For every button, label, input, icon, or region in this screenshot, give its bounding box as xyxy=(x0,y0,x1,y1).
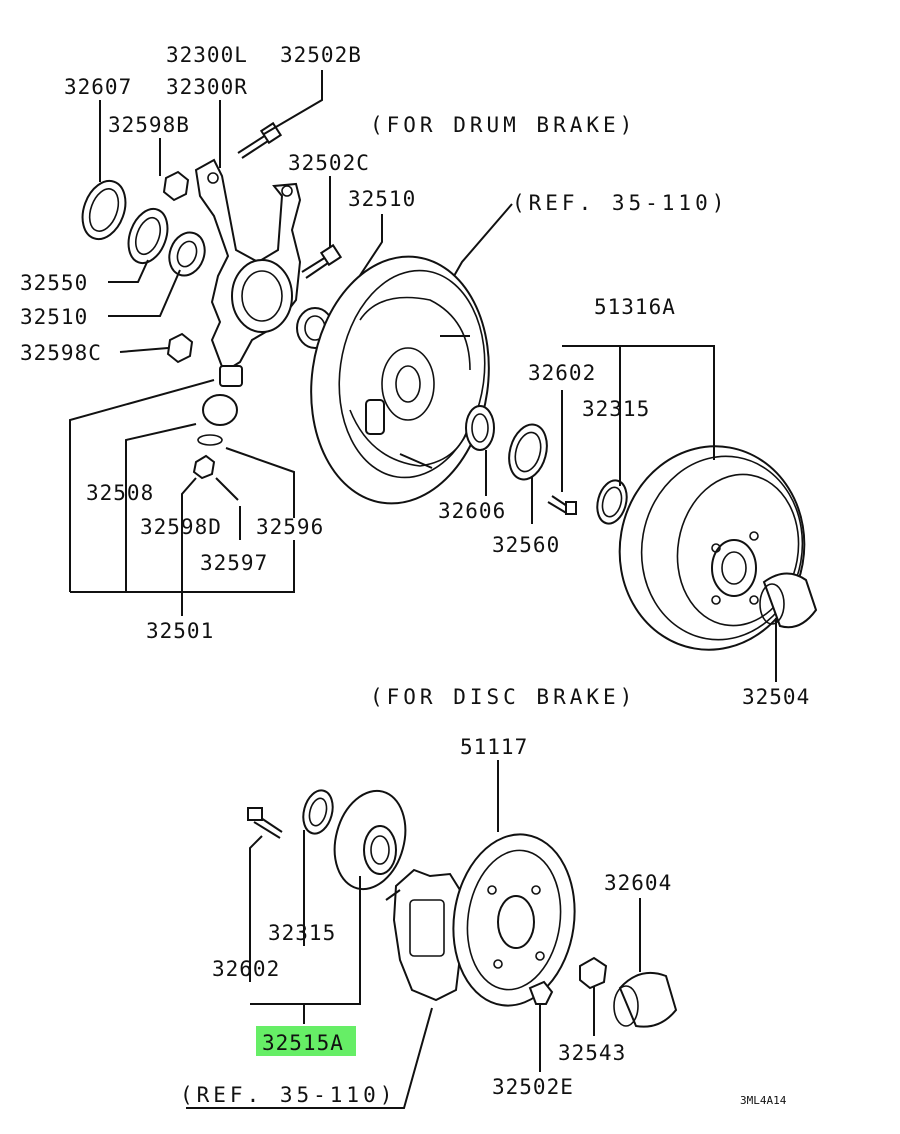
nut-32502E[interactable] xyxy=(528,980,554,1005)
bolt-32602-drum[interactable] xyxy=(547,495,577,515)
note-disc-brake: (FOR DISC BRAKE) xyxy=(370,685,636,709)
label-32598B[interactable]: 32598B xyxy=(108,113,190,137)
bolt-32502C[interactable] xyxy=(301,243,343,279)
bearing-32510-inner[interactable] xyxy=(164,228,211,281)
leader-lines-drum xyxy=(485,345,777,682)
seal-32606[interactable] xyxy=(465,405,495,451)
label-32598C[interactable]: 32598C xyxy=(20,341,102,365)
knuckle-assembly xyxy=(75,121,343,501)
hub-cap-32604[interactable] xyxy=(613,972,678,1028)
leader-lines-top xyxy=(69,70,383,616)
nut-32598B[interactable] xyxy=(162,170,190,202)
label-32560[interactable]: 32560 xyxy=(492,533,560,557)
hub-flange[interactable] xyxy=(324,783,416,897)
label-32300R[interactable]: 32300R xyxy=(166,75,248,99)
label-32602-disc[interactable]: 32602 xyxy=(212,957,280,981)
brake-drum-51316A[interactable] xyxy=(604,432,821,665)
hub-cap-32504-drum[interactable] xyxy=(759,572,818,629)
highlight-box xyxy=(256,1026,356,1056)
seal-32550[interactable] xyxy=(122,204,175,269)
seal-32607[interactable] xyxy=(75,175,133,245)
label-32607[interactable]: 32607 xyxy=(64,75,132,99)
label-32550[interactable]: 32550 xyxy=(20,271,88,295)
note-ref-disc[interactable]: (REF. 35-110) xyxy=(180,1083,396,1107)
label-32315-disc[interactable]: 32315 xyxy=(268,921,336,945)
label-32510-left[interactable]: 32510 xyxy=(20,305,88,329)
label-32508[interactable]: 32508 xyxy=(86,481,154,505)
seal-32315-disc[interactable] xyxy=(299,787,337,837)
label-32502E[interactable]: 32502E xyxy=(492,1075,574,1099)
label-32598D[interactable]: 32598D xyxy=(140,515,222,539)
brake-rotor-51117[interactable] xyxy=(443,826,586,1013)
leader-lines-disc xyxy=(186,760,641,1109)
brake-caliper[interactable] xyxy=(385,868,464,1002)
drum-side-parts xyxy=(465,405,821,665)
label-32597[interactable]: 32597 xyxy=(200,551,268,575)
label-32315-drum[interactable]: 32315 xyxy=(582,397,650,421)
label-32596[interactable]: 32596 xyxy=(256,515,324,539)
label-32504-drum[interactable]: 32504 xyxy=(742,685,810,709)
label-51117[interactable]: 51117 xyxy=(460,735,528,759)
label-32604[interactable]: 32604 xyxy=(604,871,672,895)
backing-plate[interactable] xyxy=(296,245,505,515)
diagram-code: 3ML4A14 xyxy=(740,1094,787,1107)
note-drum-brake: (FOR DRUM BRAKE) xyxy=(370,113,636,137)
nut-32598C[interactable] xyxy=(166,332,194,364)
bolt-32602-disc[interactable] xyxy=(247,807,283,839)
label-32602-drum[interactable]: 32602 xyxy=(528,361,596,385)
label-32510-top[interactable]: 32510 xyxy=(348,187,416,211)
note-ref-drum[interactable]: (REF. 35-110) xyxy=(512,191,728,215)
label-51316A[interactable]: 51316A xyxy=(594,295,676,319)
label-32606[interactable]: 32606 xyxy=(438,499,506,523)
ball-joint-32508[interactable] xyxy=(192,365,243,501)
label-32502B[interactable]: 32502B xyxy=(280,43,362,67)
label-32515A[interactable]: 32515A xyxy=(262,1031,344,1055)
label-32501[interactable]: 32501 xyxy=(146,619,214,643)
label-32502C[interactable]: 32502C xyxy=(288,151,370,175)
seal-32560[interactable] xyxy=(503,420,552,483)
label-32543[interactable]: 32543 xyxy=(558,1041,626,1065)
disc-assembly xyxy=(247,783,678,1028)
washer-32543[interactable] xyxy=(579,956,608,990)
label-32300L[interactable]: 32300L xyxy=(166,43,248,67)
